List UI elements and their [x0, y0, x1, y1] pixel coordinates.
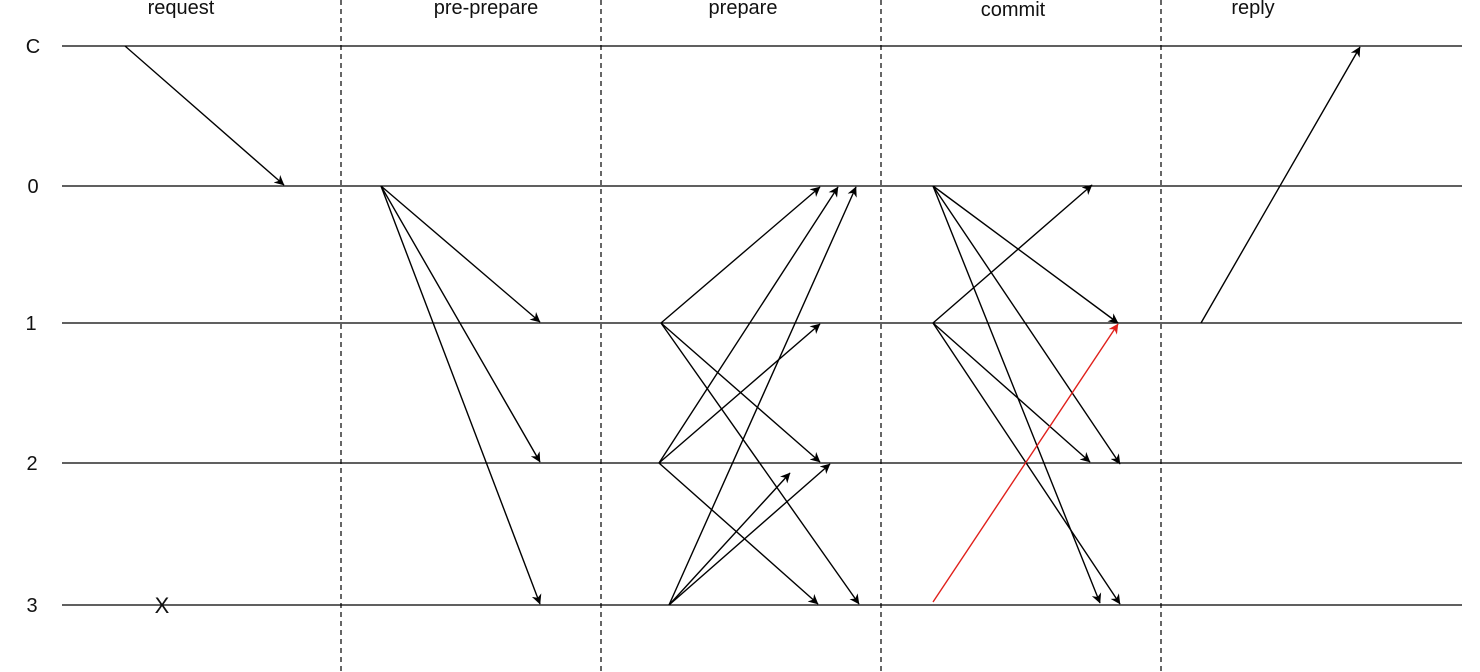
- crash-marker: X: [155, 593, 170, 618]
- message-arrow-commit-0-to-2: [932, 185, 1121, 465]
- message-arrow-pre-prepare-0-to-2: [380, 185, 541, 463]
- message-arrow-pre-prepare-0-to-1: [380, 185, 541, 323]
- phase-label-prepare: prepare: [709, 0, 778, 19]
- node-label-2: 2: [26, 453, 37, 475]
- message-arrows: [124, 45, 1361, 606]
- message-arrow-request-c-to-0: [124, 45, 285, 186]
- message-arrow-commit-1-to-2: [932, 322, 1091, 463]
- phase-label-reply: reply: [1231, 0, 1274, 19]
- message-arrow-prepare-3-to-0: [668, 186, 857, 606]
- node-label-3: 3: [26, 595, 37, 617]
- message-arrow-commit-1-to-3: [932, 322, 1121, 605]
- node-label-0: 0: [27, 176, 38, 198]
- phase-labels: request pre-prepare prepare commit reply: [148, 0, 1275, 21]
- node-label-c: C: [26, 36, 40, 58]
- phase-dividers: [340, 0, 1162, 672]
- node-labels: C 0 1 2 3: [25, 36, 40, 617]
- message-arrow-commit-0-to-3: [932, 185, 1102, 604]
- message-arrow-prepare-1-to-3: [660, 322, 860, 605]
- message-arrow-prepare-2-to-3: [658, 462, 819, 605]
- message-arrow-prepare-1-to-0: [660, 186, 821, 324]
- message-arrow-prepare-3-to-2b: [668, 463, 831, 606]
- message-arrow-prepare-3-to-2a: [668, 472, 791, 606]
- message-arrow-prepare-2-to-0: [658, 186, 839, 464]
- message-arrow-prepare-2-to-1: [658, 323, 821, 464]
- node-label-1: 1: [25, 313, 36, 335]
- message-arrow-pre-prepare-0-to-3: [380, 185, 542, 605]
- message-arrow-commit-1-to-0: [932, 184, 1093, 324]
- message-arrow-reply-1-to-c: [1200, 46, 1361, 324]
- message-arrow-commit-0-to-1: [932, 185, 1119, 324]
- phase-label-pre-prepare: pre-prepare: [434, 0, 539, 19]
- message-arrow-commit-3-to-1-highlighted: [932, 323, 1119, 603]
- phase-label-commit: commit: [981, 0, 1046, 21]
- node-timelines: [62, 45, 1462, 606]
- phase-label-request: request: [148, 0, 215, 19]
